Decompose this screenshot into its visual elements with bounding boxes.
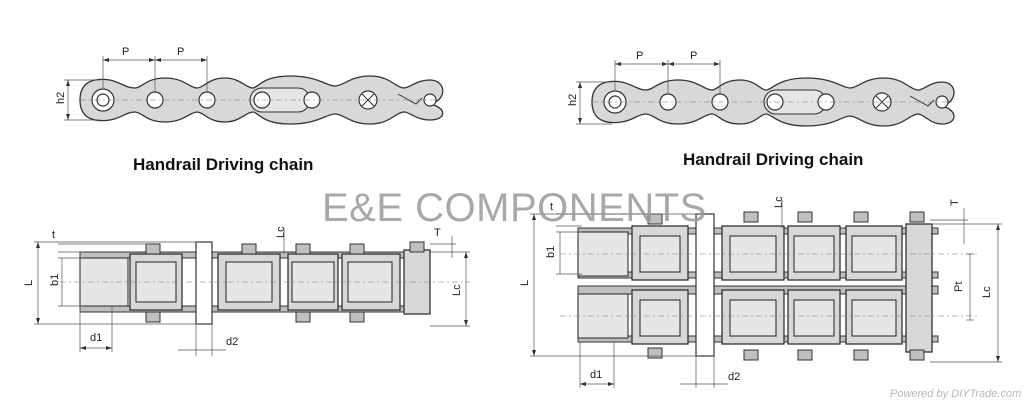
right-chain-top-view	[530, 200, 1002, 388]
left-chain-top-view	[34, 228, 470, 356]
left-T-label: T	[434, 227, 441, 239]
right-L-label: L	[519, 280, 531, 286]
right-pt-label: Pt	[953, 282, 965, 292]
left-pitch-label-1: P	[122, 46, 129, 58]
left-t-label: t	[52, 229, 55, 241]
right-pitch-label-1: P	[636, 50, 643, 62]
right-d1-label: d1	[590, 369, 602, 381]
left-lc-top-label: Lc	[275, 226, 287, 238]
right-pitch-label-2: P	[690, 50, 697, 62]
right-h2-label: h2	[567, 94, 579, 106]
credit-text: Powered by DIYTrade.com	[890, 388, 1022, 400]
left-d1-label: d1	[90, 332, 102, 344]
left-title: Handrail Driving chain	[133, 155, 314, 174]
right-b1-label: b1	[545, 246, 557, 258]
right-t-label: t	[550, 201, 553, 213]
left-pitch-label-2: P	[177, 46, 184, 58]
right-lc-side-label: Lc	[981, 286, 993, 298]
right-chain-side-view	[576, 60, 955, 127]
left-lc-side-label: Lc	[451, 284, 463, 296]
left-b1-label: b1	[49, 274, 61, 286]
right-lc-top-label: Lc	[773, 196, 785, 208]
left-chain-side-view	[64, 56, 444, 125]
watermark: E&E COMPONENTS	[322, 186, 707, 230]
left-L-label: L	[23, 280, 35, 286]
left-d2-label: d2	[226, 336, 238, 348]
right-T-label: T	[949, 199, 961, 206]
right-title: Handrail Driving chain	[683, 150, 864, 169]
left-h2-label: h2	[55, 92, 67, 104]
right-d2-label: d2	[728, 371, 740, 383]
